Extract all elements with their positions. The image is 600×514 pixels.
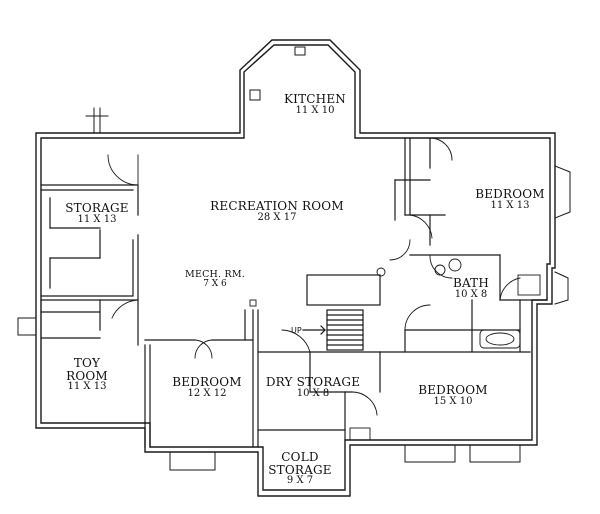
room-name: BATH [452,276,490,290]
room-label-toy-room: TOY ROOM 11 X 13 [66,357,108,393]
fixtures [249,258,541,441]
room-name: KITCHEN [283,92,347,106]
room-dims: 11 X 13 [67,381,107,393]
interior-walls [40,137,548,448]
room-label-bedroom-center: BEDROOM 12 X 12 [172,376,242,399]
room-dims: 11 X 13 [77,213,117,225]
room-dims: 9 X 7 [286,475,314,487]
room-name: DRY STORAGE [265,375,361,389]
room-dims: 7 X 6 [203,278,227,289]
room-label-storage: STORAGE 11 X 13 [65,202,129,225]
room-name: MECH. RM. [185,269,245,280]
room-label-bedroom-se: BEDROOM 15 X 10 [418,384,488,407]
room-dims: 11 X 13 [490,199,530,211]
room-dims: 12 X 12 [187,387,227,399]
door-swings [107,137,521,416]
room-label-bath: BATH 10 X 8 [453,277,489,300]
room-label-recreation-room: RECREATION ROOM 28 X 17 [210,200,344,223]
room-name: COLD STORAGE [268,450,332,477]
window-bays [17,46,571,471]
room-dims: 10 X 8 [296,387,330,399]
room-name: TOY ROOM [66,356,108,383]
room-name: BEDROOM [172,375,242,389]
room-label-dry-storage: DRY STORAGE 10 X 8 [266,376,360,399]
room-label-bedroom-ne: BEDROOM 11 X 13 [475,188,545,211]
room-name: RECREATION ROOM [210,199,344,213]
room-name: BEDROOM [418,383,488,397]
room-name: STORAGE [65,201,129,215]
room-dims: 15 X 10 [433,395,473,407]
room-dims: 10 X 8 [454,288,488,300]
room-label-kitchen: KITCHEN 11 X 10 [284,93,346,116]
room-dims: 28 X 17 [257,211,297,223]
room-label-cold-storage: COLD STORAGE 9 X 7 [268,451,332,487]
stair-up-label: UP [291,326,302,335]
room-label-mech-room: MECH. RM. 7 X 6 [185,270,245,289]
room-dims: 11 X 10 [295,104,335,116]
room-name: BEDROOM [475,187,545,201]
